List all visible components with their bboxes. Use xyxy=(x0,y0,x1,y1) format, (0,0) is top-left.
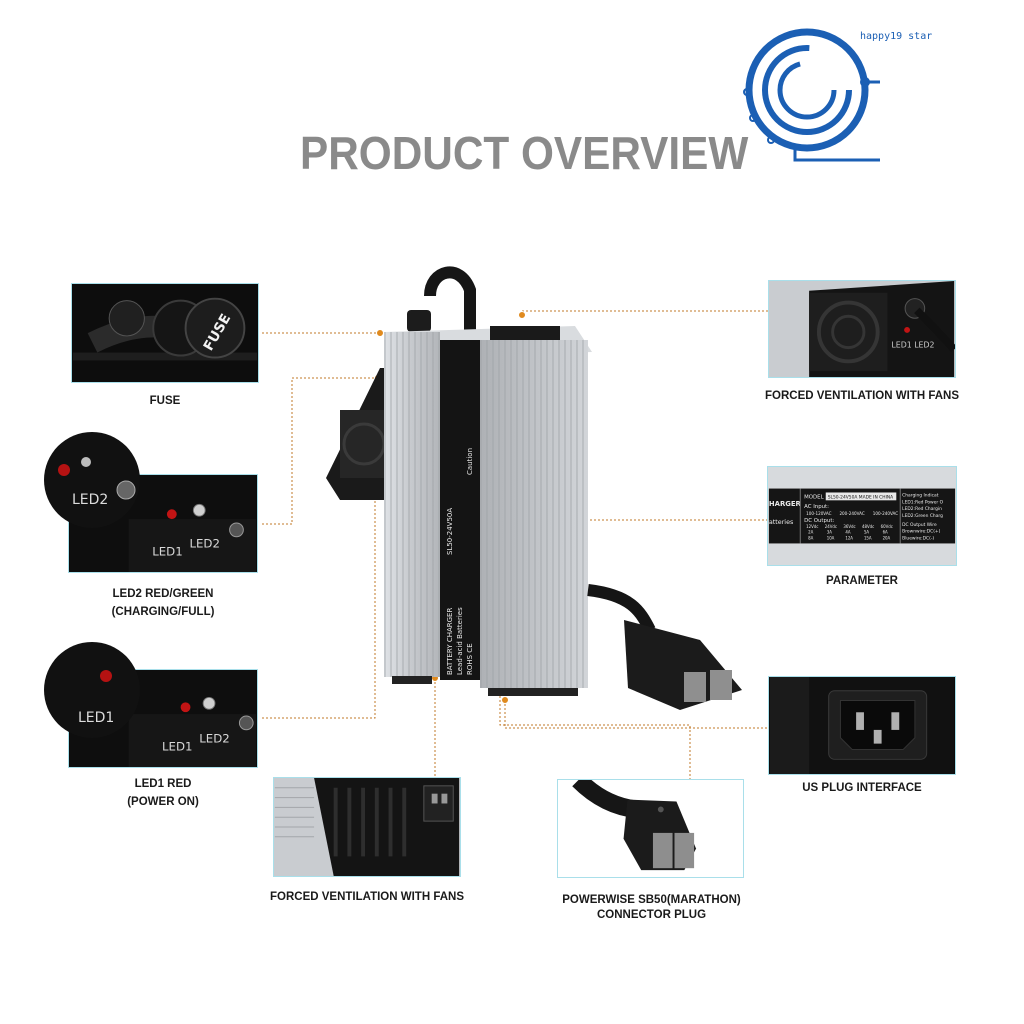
param-model-label: MODEL xyxy=(804,494,823,500)
charger-certs: ROHS CE xyxy=(466,643,474,675)
led1-label-line2: (POWER ON) xyxy=(127,796,199,808)
connector-label: POWERWISE SB50(MARATHON) CONNECTOR PLUG xyxy=(530,893,773,923)
param-amp-b-0: 8A xyxy=(808,536,813,541)
param-ac-2: 100-240VAC xyxy=(873,511,898,516)
param-dc-2: 36Vdc xyxy=(843,524,855,529)
param-amp-a-3: 5A xyxy=(864,530,869,535)
led2-photo-led1: LED1 xyxy=(152,544,183,558)
logo-icon xyxy=(743,28,880,162)
led2-label-line2: (CHARGING/FULL) xyxy=(111,606,215,618)
parameter-label: PARAMETER xyxy=(767,572,957,590)
logo-text: happy19 star xyxy=(860,31,933,42)
us-plug-label: US PLUG INTERFACE xyxy=(768,779,956,797)
param-indicator-1: LED2:Red Chargin xyxy=(902,506,942,512)
parameter-label-text: PARAMETER xyxy=(826,575,898,587)
page-title: PRODUCT OVERVIEW xyxy=(300,127,749,179)
param-amp-b-3: 15A xyxy=(864,536,872,541)
fuse-label: FUSE xyxy=(71,392,259,410)
param-model-value: SL50-24V50A MADE IN CHINA xyxy=(828,494,893,500)
fans-top-photo-leds: LED1 LED2 xyxy=(891,341,934,350)
fuse-photo: FUSE xyxy=(71,283,259,383)
charger-brand: BATTERY CHARGER xyxy=(446,608,454,675)
led1-label-line1: LED1 RED xyxy=(134,778,192,790)
charger-caution: Caution xyxy=(466,448,474,475)
param-wire-title: DC Output Wire xyxy=(902,522,937,528)
param-amp-a-4: 6A xyxy=(883,530,888,535)
param-dc-output: DC Output: xyxy=(804,518,834,524)
param-amp-b-1: 10A xyxy=(827,536,835,541)
led1-magnifier-text: LED1 xyxy=(78,710,114,726)
fans-bottom-label-text: FORCED VENTILATION WITH FANS xyxy=(269,891,464,903)
fans-bottom-photo xyxy=(273,777,461,877)
param-amp-b-4: 20A xyxy=(883,536,891,541)
parameter-photo: HARGER atteries MODEL SL50-24V50A MADE I… xyxy=(767,466,957,566)
param-row-charger: HARGER xyxy=(769,500,802,508)
param-dc-4: 60Vdc xyxy=(881,524,893,529)
led2-label: LED2 RED/GREEN (CHARGING/FULL) xyxy=(58,585,268,621)
param-amp-a-2: 4A xyxy=(845,530,850,535)
param-ac-input: AC Input: xyxy=(804,504,829,510)
led1-magnifier: LED1 xyxy=(44,642,140,738)
us-plug-photo xyxy=(768,676,956,775)
fans-top-photo: LED1 LED2 xyxy=(768,280,956,378)
led2-magnifier: LED2 xyxy=(44,432,140,528)
param-dc-3: 48Vdc xyxy=(862,524,874,529)
fuse-label-text: FUSE xyxy=(149,395,181,407)
charger-model: SL50-24V50A xyxy=(446,508,454,555)
param-ac-0: 100-120VAC xyxy=(806,511,831,516)
param-indicator-0: LED1:Red Power O xyxy=(902,499,943,505)
led2-magnifier-text: LED2 xyxy=(72,492,108,508)
param-dc-0: 12Vdc xyxy=(806,524,818,529)
param-wire-0: Brownwire:DC(+) xyxy=(902,529,940,535)
param-indicator-title: Charging Indicat xyxy=(902,492,939,498)
led1-photo-led1: LED1 xyxy=(162,739,193,753)
fans-top-label: FORCED VENTILATION WITH FANS xyxy=(735,387,989,405)
param-row-batteries: atteries xyxy=(769,518,793,526)
param-indicator-2: LED2:Green Charg xyxy=(902,513,943,519)
led1-label: LED1 RED (POWER ON) xyxy=(58,775,268,811)
param-amp-a-0: 2A xyxy=(808,530,813,535)
param-amp-b-2: 12A xyxy=(845,536,853,541)
param-dc-1: 24Vdc xyxy=(825,524,837,529)
led2-label-line1: LED2 RED/GREEN xyxy=(112,588,214,600)
connector-photo xyxy=(557,779,744,878)
fans-top-label-text: FORCED VENTILATION WITH FANS xyxy=(764,390,959,402)
param-amp-a-1: 3A xyxy=(827,530,832,535)
us-plug-label-text: US PLUG INTERFACE xyxy=(802,782,922,794)
fans-bottom-label: FORCED VENTILATION WITH FANS xyxy=(240,888,494,906)
led2-photo-led2: LED2 xyxy=(189,537,220,551)
charger-battery-type: Lead-acid Batteries xyxy=(456,607,464,675)
connector-label-line1: POWERWISE SB50(MARATHON) xyxy=(562,894,741,906)
param-ac-1: 200-240VAC xyxy=(839,511,864,516)
param-wire-1: Bluewire:DC(-) xyxy=(902,536,934,542)
led1-photo-led2: LED2 xyxy=(199,732,230,746)
connector-label-line2: CONNECTOR PLUG xyxy=(596,909,707,921)
